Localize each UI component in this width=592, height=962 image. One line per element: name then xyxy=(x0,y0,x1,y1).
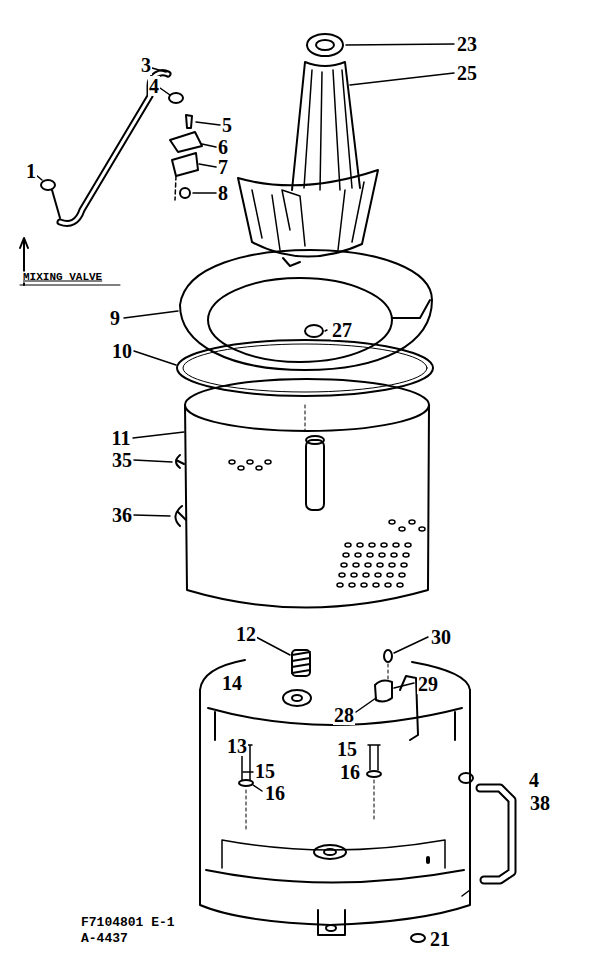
callout-number: 29 xyxy=(417,674,439,694)
callout-number: 4 xyxy=(528,770,540,790)
callout-number: 15 xyxy=(336,739,358,759)
drawing-number: F7104801 E-1 xyxy=(80,916,176,929)
callout-number: 13 xyxy=(226,736,248,756)
callout-number: 30 xyxy=(430,627,452,647)
callout-number: 8 xyxy=(217,183,229,203)
callout-number: 7 xyxy=(217,157,229,177)
callout-number: 27 xyxy=(331,320,353,340)
callout-number: 3 xyxy=(140,55,152,75)
callout-number: 6 xyxy=(217,137,229,157)
drawing-number: A-4437 xyxy=(80,932,129,945)
callout-number: 25 xyxy=(456,63,478,83)
callout-number: 15 xyxy=(254,761,276,781)
part-label: MIXING VALVE xyxy=(22,272,103,283)
callout-number: 11 xyxy=(111,428,132,448)
callout-number: 4 xyxy=(148,76,160,96)
callout-number: 9 xyxy=(109,308,121,328)
callout-number: 12 xyxy=(235,624,257,644)
callout-number: 16 xyxy=(339,762,361,782)
callout-number: 21 xyxy=(429,929,451,949)
callout-number: 1 xyxy=(25,161,37,181)
callout-number: 23 xyxy=(456,34,478,54)
callout-number: 36 xyxy=(111,505,133,525)
callout-number: 16 xyxy=(264,783,286,803)
callout-number: 5 xyxy=(221,115,233,135)
callout-number: 14 xyxy=(221,673,243,693)
callout-number: 10 xyxy=(111,341,133,361)
callout-number: 28 xyxy=(333,705,355,725)
callout-number: 35 xyxy=(111,450,133,470)
callout-number: 38 xyxy=(529,793,551,813)
